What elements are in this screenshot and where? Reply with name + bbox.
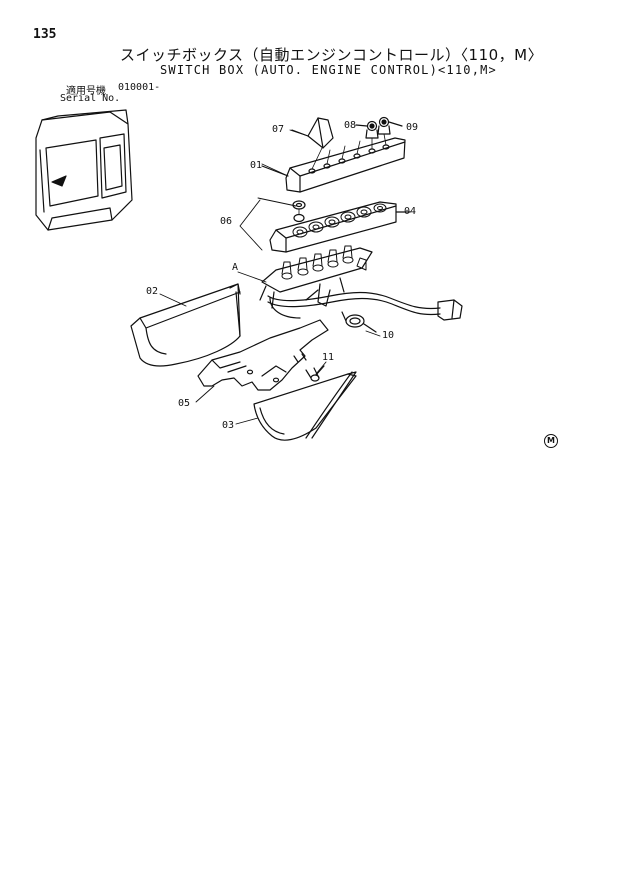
leader-lines — [159, 129, 411, 425]
callout-07: 07 — [272, 124, 285, 135]
callout-09: 09 — [406, 122, 419, 133]
clip-10 — [341, 311, 377, 333]
cover-02 — [130, 283, 241, 367]
callout-10: 10 — [382, 330, 395, 341]
knobs-08-09 — [355, 116, 403, 139]
callout-11: 11 — [322, 352, 335, 363]
serial-label-english: Serial No. — [60, 93, 121, 104]
callout-01: 01 — [250, 160, 263, 171]
page-number: 135 — [33, 27, 57, 42]
callout-05: 05 — [178, 398, 191, 409]
callout-a: A — [232, 262, 239, 273]
bracket-05 — [197, 319, 329, 391]
callout-02: 02 — [146, 286, 159, 297]
title-english: SWITCH BOX (AUTO. ENGINE CONTROL)<110,M> — [160, 63, 497, 77]
cab-thumbnail — [35, 109, 133, 231]
callout-03: 03 — [222, 420, 235, 431]
cover-03 — [253, 371, 357, 441]
title-japanese: スイッチボックス（自動エンジンコントロール）〈110，M〉 — [120, 46, 544, 64]
callout-08: 08 — [344, 120, 357, 131]
switch-cover-01 — [261, 133, 406, 193]
washer — [292, 200, 306, 223]
wire-harness — [267, 289, 463, 321]
model-mark-badge: M — [544, 434, 558, 448]
serial-number-value: 010001- — [118, 82, 161, 93]
callout-06: 06 — [220, 216, 233, 227]
switch-assembly-a — [259, 245, 373, 309]
callout-04: 04 — [404, 206, 417, 217]
switch-panel-04 — [269, 201, 411, 253]
serial-label-japanese: 適用号機 — [66, 86, 106, 97]
